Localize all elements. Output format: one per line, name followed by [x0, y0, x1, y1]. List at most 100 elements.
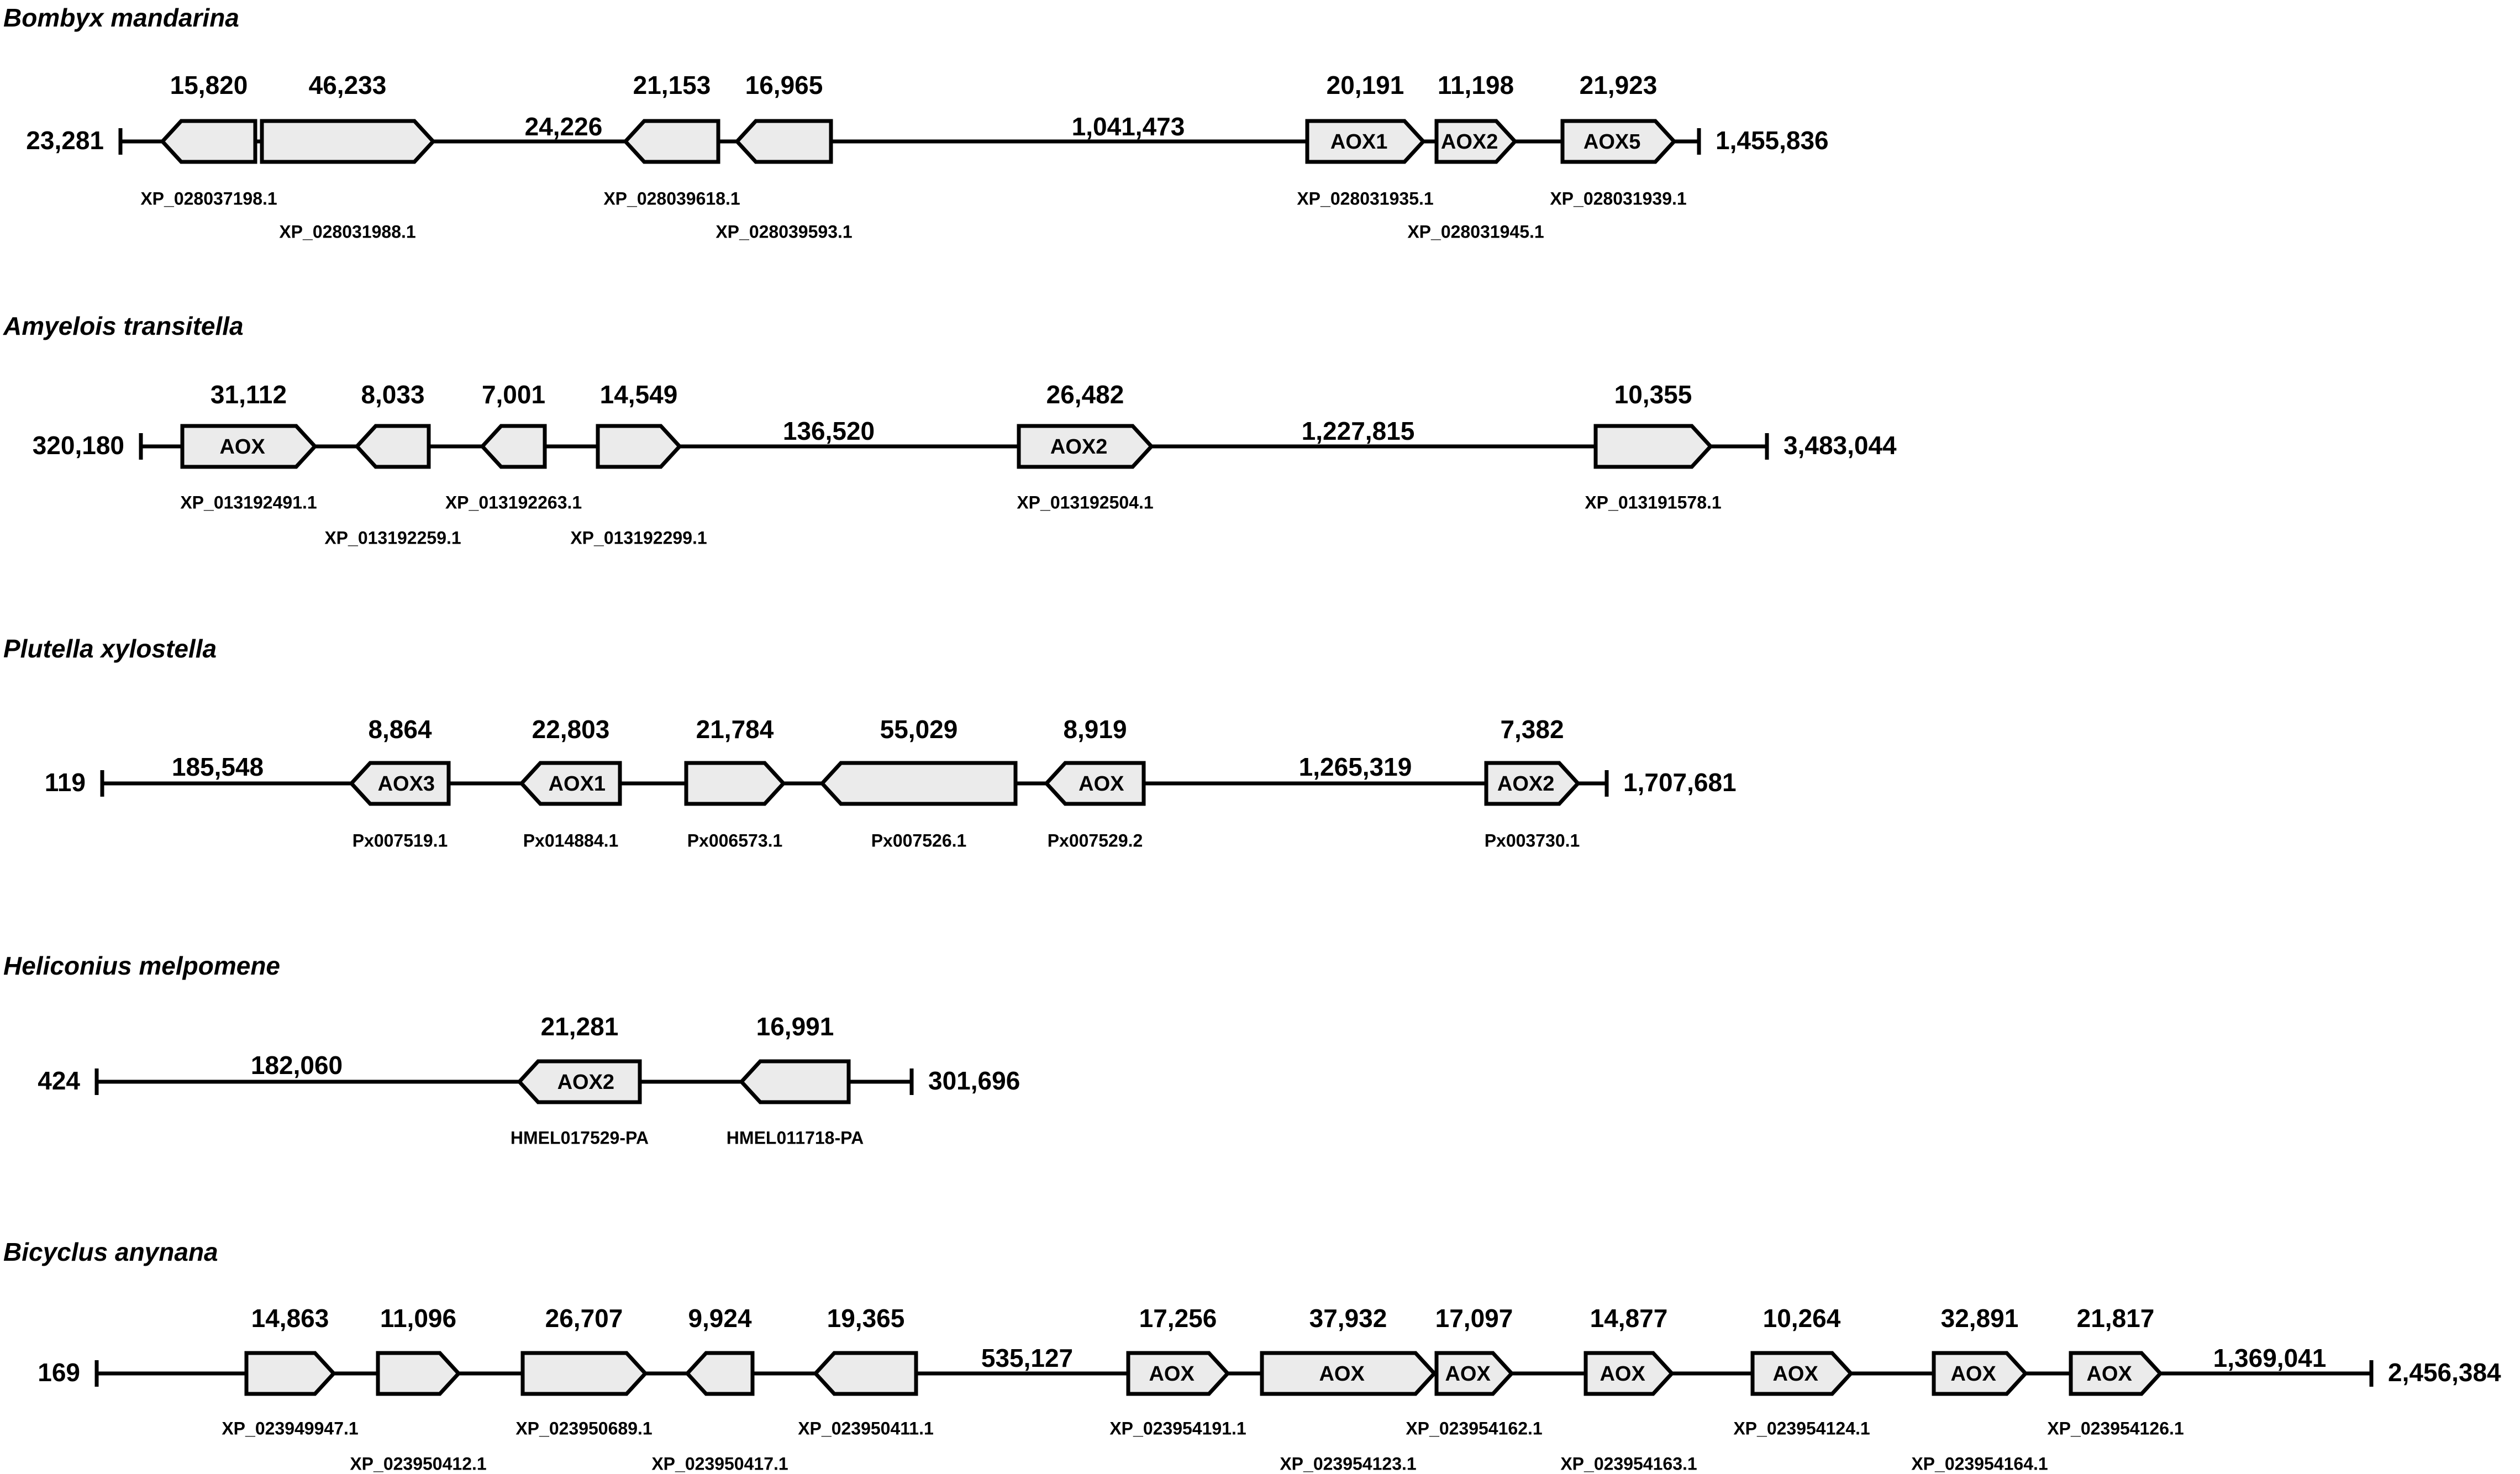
gene-size: 32,891 — [1941, 1304, 2019, 1333]
gene-accession: XP_013191578.1 — [1585, 492, 1721, 512]
gene-size: 21,784 — [696, 715, 774, 744]
gene-accession: XP_023950412.1 — [350, 1454, 486, 1473]
gene-arrow — [623, 119, 720, 164]
gene-arrow — [739, 1059, 851, 1104]
intergenic-distance: 1,227,815 — [1302, 417, 1415, 445]
intergenic-distance: 24,226 — [525, 112, 603, 141]
gene-arrow — [1560, 119, 1677, 164]
gene-size: 11,096 — [380, 1304, 456, 1333]
gene-accession: XP_013192491.1 — [180, 492, 317, 512]
gene-size: 19,365 — [827, 1304, 905, 1333]
gene-arrow — [160, 119, 257, 164]
gene-accession: XP_023954162.1 — [1406, 1418, 1542, 1438]
intergenic-distance: 1,369,041 — [2213, 1344, 2327, 1372]
gene-arrow — [1593, 424, 1713, 469]
gene-label: AOX3 — [378, 772, 435, 796]
gene-arrow — [1044, 761, 1146, 806]
end-coordinate: 3,483,044 — [1784, 431, 1897, 460]
species-name: Bombyx mandarina — [3, 3, 239, 32]
gene-label: AOX1 — [549, 772, 606, 796]
gene-arrow — [1750, 1351, 1854, 1396]
gene-accession: XP_028031935.1 — [1297, 188, 1433, 208]
gene-size: 37,932 — [1309, 1304, 1387, 1333]
gene-accession: XP_023954123.1 — [1280, 1454, 1416, 1473]
gene-arrow — [1126, 1351, 1230, 1396]
gene-accession: XP_028031988.1 — [279, 222, 415, 241]
gene-label: AOX2 — [557, 1071, 614, 1094]
gene-accession: XP_013192259.1 — [324, 528, 461, 548]
gene-accession: Px007519.1 — [353, 830, 448, 850]
gene-size: 16,965 — [745, 71, 823, 99]
gene-label: AOX2 — [1441, 130, 1498, 154]
gene-label: AOX — [1772, 1362, 1818, 1386]
gene-size: 31,112 — [211, 380, 287, 409]
species-name: Plutella xylostella — [3, 634, 217, 663]
gene-arrow — [260, 119, 436, 164]
gene-arrow — [734, 119, 833, 164]
intergenic-distance: 535,127 — [981, 1344, 1073, 1372]
end-coordinate: 2,456,384 — [2388, 1358, 2501, 1387]
gene-accession: XP_023954163.1 — [1560, 1454, 1697, 1473]
gene-accession: Px007529.2 — [1048, 830, 1143, 850]
gene-size: 22,803 — [532, 715, 610, 744]
gene-label: AOX — [1319, 1362, 1365, 1386]
gene-arrow — [1932, 1351, 2028, 1396]
gene-arrow — [354, 424, 431, 469]
gene-accession: XP_023954191.1 — [1109, 1418, 1246, 1438]
gene-arrow — [1305, 119, 1426, 164]
intergenic-distance: 185,548 — [172, 752, 264, 781]
gene-size: 21,817 — [2077, 1304, 2155, 1333]
gene-arrow — [1434, 1351, 1514, 1396]
intergenic-distance: 1,041,473 — [1072, 112, 1185, 141]
gene-accession: XP_013192263.1 — [445, 492, 582, 512]
species-name: Amyelois transitella — [3, 312, 244, 340]
gene-accession: XP_028039618.1 — [603, 188, 740, 208]
gene-arrow — [684, 761, 786, 806]
gene-accession: XP_013192299.1 — [570, 528, 707, 548]
gene-accession: XP_023954124.1 — [1733, 1418, 1870, 1438]
gene-accession: XP_028037198.1 — [140, 188, 277, 208]
gene-size: 17,256 — [1139, 1304, 1217, 1333]
gene-arrow — [813, 1351, 918, 1396]
gene-size: 8,864 — [368, 715, 432, 744]
end-coordinate: 301,696 — [928, 1066, 1020, 1095]
gene-size: 8,033 — [361, 380, 424, 409]
gene-accession: HMEL011718-PA — [727, 1128, 864, 1147]
gene-size: 9,924 — [688, 1304, 752, 1333]
gene-arrow — [480, 424, 547, 469]
start-coordinate: 23,281 — [26, 126, 104, 155]
gene-arrow — [519, 761, 622, 806]
gene-arrow — [1583, 1351, 1675, 1396]
gene-label: AOX5 — [1583, 130, 1640, 154]
gene-accession: XP_028031939.1 — [1550, 188, 1686, 208]
gene-accession: Px014884.1 — [523, 830, 619, 850]
gene-accession: Px006573.1 — [687, 830, 783, 850]
gene-accession: Px007526.1 — [871, 830, 967, 850]
gene-accession: XP_023954164.1 — [1911, 1454, 2048, 1473]
gene-label: AOX — [2086, 1362, 2132, 1386]
gene-accession: HMEL017529-PA — [511, 1128, 649, 1147]
gene-arrow — [376, 1351, 461, 1396]
end-coordinate: 1,455,836 — [1716, 126, 1829, 155]
species-name: Heliconius melpomene — [3, 951, 280, 980]
gene-size: 15,820 — [170, 71, 248, 99]
gene-arrow — [685, 1351, 755, 1396]
gene-arrow — [2069, 1351, 2163, 1396]
gene-label: AOX — [219, 435, 265, 459]
gene-arrow — [819, 761, 1018, 806]
gene-size: 26,482 — [1046, 380, 1124, 409]
gene-accession: XP_023950411.1 — [798, 1418, 934, 1438]
gene-size: 21,923 — [1580, 71, 1658, 99]
intergenic-distance: 1,265,319 — [1299, 752, 1412, 781]
gene-accession: XP_023950689.1 — [515, 1418, 652, 1438]
gene-arrow — [596, 424, 682, 469]
gene-accession: XP_023949947.1 — [222, 1418, 358, 1438]
gene-size: 55,029 — [880, 715, 958, 744]
gene-accession: XP_013192504.1 — [1017, 492, 1153, 512]
gene-arrow — [1434, 119, 1518, 164]
gene-arrow — [517, 1059, 642, 1104]
gene-size: 14,863 — [251, 1304, 329, 1333]
gene-size: 14,549 — [600, 380, 678, 409]
gene-size: 7,382 — [1500, 715, 1564, 744]
